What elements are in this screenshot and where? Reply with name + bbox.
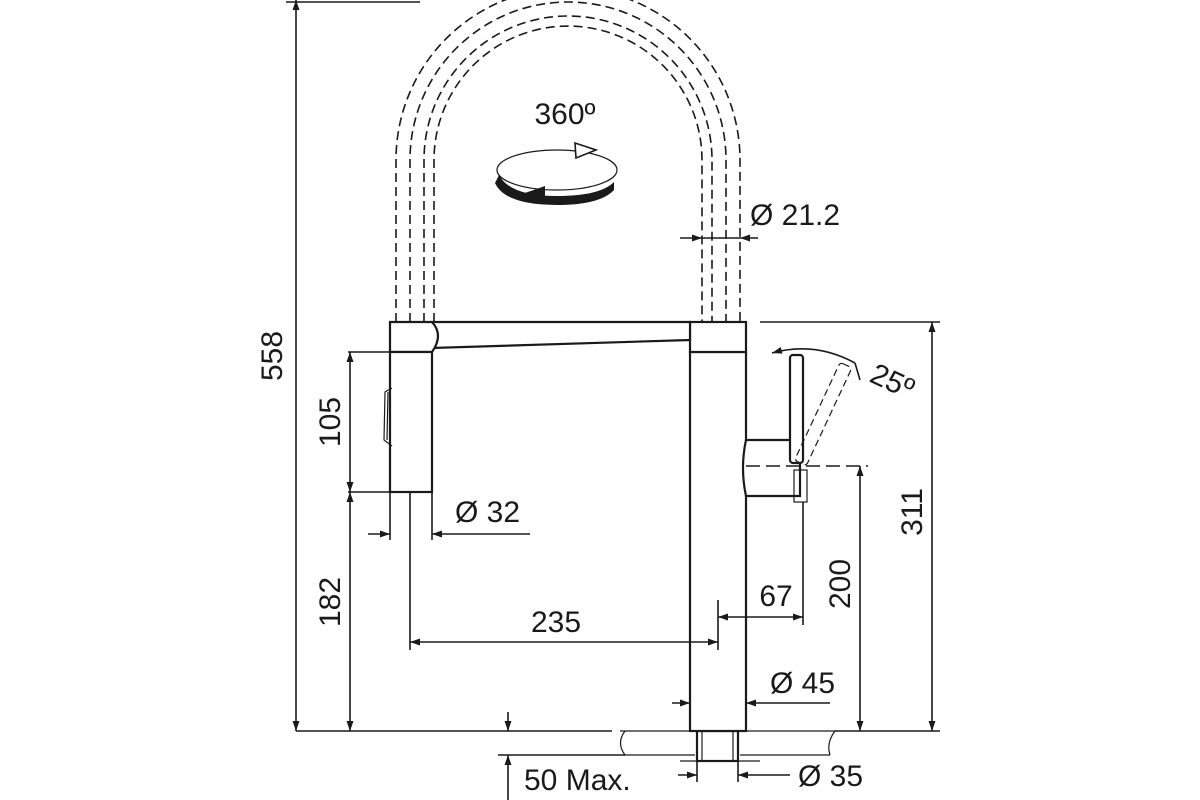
label-reach: 235 (531, 606, 581, 639)
gooseneck-hose (395, 0, 741, 322)
label-shank-diameter: Ø 35 (798, 760, 863, 793)
label-lever-angle: 25º (865, 357, 919, 406)
dim-spout-height (760, 321, 940, 732)
label-body-diameter: Ø 45 (770, 667, 835, 700)
label-countertop-max: 50 Max. (524, 764, 631, 797)
dim-lever-angle (771, 346, 861, 381)
label-spray-head-diameter: Ø 32 (455, 496, 520, 529)
dim-lever-height (746, 465, 868, 731)
dim-total-height (286, 0, 420, 731)
dim-spray-head-diameter (368, 492, 530, 540)
dim-spray-head-length (346, 351, 390, 493)
label-spout-tube-diameter: Ø 21.2 (750, 199, 840, 232)
label-total-height: 558 (256, 331, 289, 381)
dim-shank-diameter (678, 761, 790, 782)
dim-reach (409, 492, 719, 650)
mounting-shank (680, 729, 760, 763)
label-lever-offset: 67 (759, 580, 792, 613)
label-spray-head-height: 182 (314, 577, 347, 627)
label-spout-height: 311 (896, 488, 929, 536)
dim-lever-offset (718, 502, 804, 625)
label-lever-height: 200 (824, 559, 857, 609)
countertop (296, 730, 836, 756)
label-spray-head-length: 105 (314, 397, 347, 447)
spray-head (383, 350, 434, 494)
label-rotation: 360º (534, 98, 595, 131)
lever (741, 353, 852, 503)
rotation-icon (495, 141, 618, 205)
spray-arm (388, 320, 692, 354)
dim-countertop-max (498, 712, 625, 800)
faucet-body (688, 320, 748, 733)
